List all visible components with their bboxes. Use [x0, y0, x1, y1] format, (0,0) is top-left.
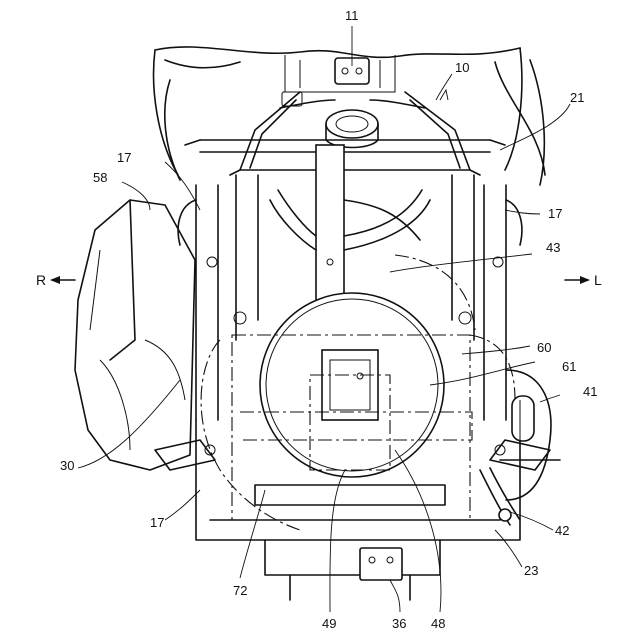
- label-30: 30: [60, 458, 74, 473]
- label-43: 43: [546, 240, 560, 255]
- cross-member: [185, 140, 505, 152]
- label-21: 21: [570, 90, 584, 105]
- label-58: 58: [93, 170, 107, 185]
- label-36: 36: [392, 616, 406, 631]
- label-11: 11: [345, 8, 359, 23]
- steering-head: [326, 58, 378, 148]
- exhaust-pipes: [270, 190, 430, 250]
- label-61: 61: [562, 359, 576, 374]
- label-60: 60: [537, 340, 551, 355]
- label-17-right: 17: [548, 206, 562, 221]
- hoses: [480, 468, 520, 525]
- label-48: 48: [431, 616, 445, 631]
- label-49: 49: [322, 616, 336, 631]
- label-72: 72: [233, 583, 247, 598]
- radiator: [260, 293, 444, 477]
- canister: [500, 370, 560, 500]
- radiator-shroud: [75, 200, 195, 470]
- label-42: 42: [555, 523, 569, 538]
- label-10: 10: [455, 60, 469, 75]
- label-23: 23: [524, 563, 538, 578]
- label-direction-left: L: [594, 272, 602, 288]
- label-41: 41: [583, 384, 597, 399]
- label-17-bottom: 17: [150, 515, 164, 530]
- label-direction-right: R: [36, 272, 46, 288]
- label-17-top-left: 17: [117, 150, 131, 165]
